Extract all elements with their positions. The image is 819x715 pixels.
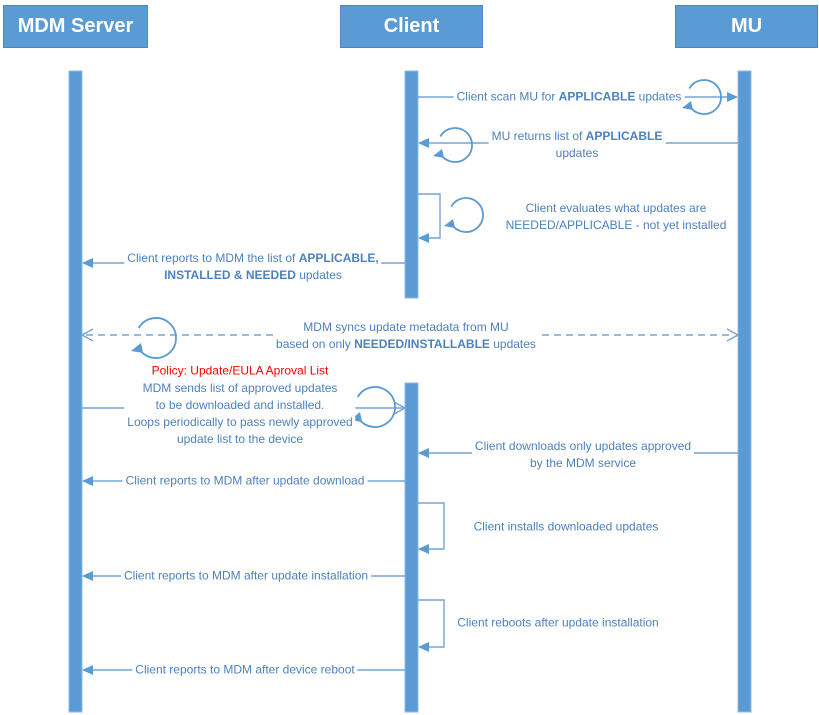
arrowhead: [418, 233, 429, 243]
lifeline-mu: [737, 70, 752, 713]
label-scan: Client scan MU for APPLICABLE updates: [453, 88, 685, 106]
label-report-download: Client reports to MDM after update downl…: [122, 472, 368, 490]
arrowhead: [418, 448, 429, 458]
message-evaluate-self-arrow: [418, 193, 484, 243]
loop-icon: [439, 127, 473, 163]
lifeline-client-lower: [404, 382, 419, 713]
arrowhead: [82, 571, 93, 581]
arrowhead: [418, 138, 429, 148]
lifeline-mdm: [68, 70, 83, 713]
open-arrowhead: [393, 401, 407, 415]
arrowhead: [82, 476, 93, 486]
loop-icon: [137, 317, 177, 359]
loop-icon: [450, 197, 484, 233]
label-report-install: Client reports to MDM after update insta…: [120, 567, 372, 585]
label-report-list: Client reports to MDM the list of APPLIC…: [124, 250, 382, 284]
loop-icon: [688, 79, 722, 115]
label-install: Client installs downloaded updates: [470, 518, 662, 536]
arrowhead: [727, 92, 738, 102]
open-arrowhead-right: [726, 328, 740, 342]
arrowhead: [418, 642, 429, 652]
arrowhead: [418, 544, 429, 554]
actor-box-mu: MU: [675, 5, 818, 48]
label-policy-title: Policy: Update/EULA Aproval List: [148, 362, 332, 380]
message-install-self-arrow: [418, 502, 445, 554]
arrowhead: [82, 258, 93, 268]
arrowhead: [82, 665, 93, 675]
actor-box-mdm-server: MDM Server: [3, 5, 148, 48]
label-reboot: Client reboots after update installation: [454, 614, 662, 632]
loop-icon: [356, 386, 396, 428]
open-arrowhead-left: [80, 328, 94, 342]
actor-box-client: Client: [340, 5, 483, 48]
message-reboot-self-arrow: [418, 599, 445, 652]
label-report-reboot: Client reports to MDM after device reboo…: [132, 661, 358, 679]
lifeline-client-upper: [404, 70, 419, 299]
